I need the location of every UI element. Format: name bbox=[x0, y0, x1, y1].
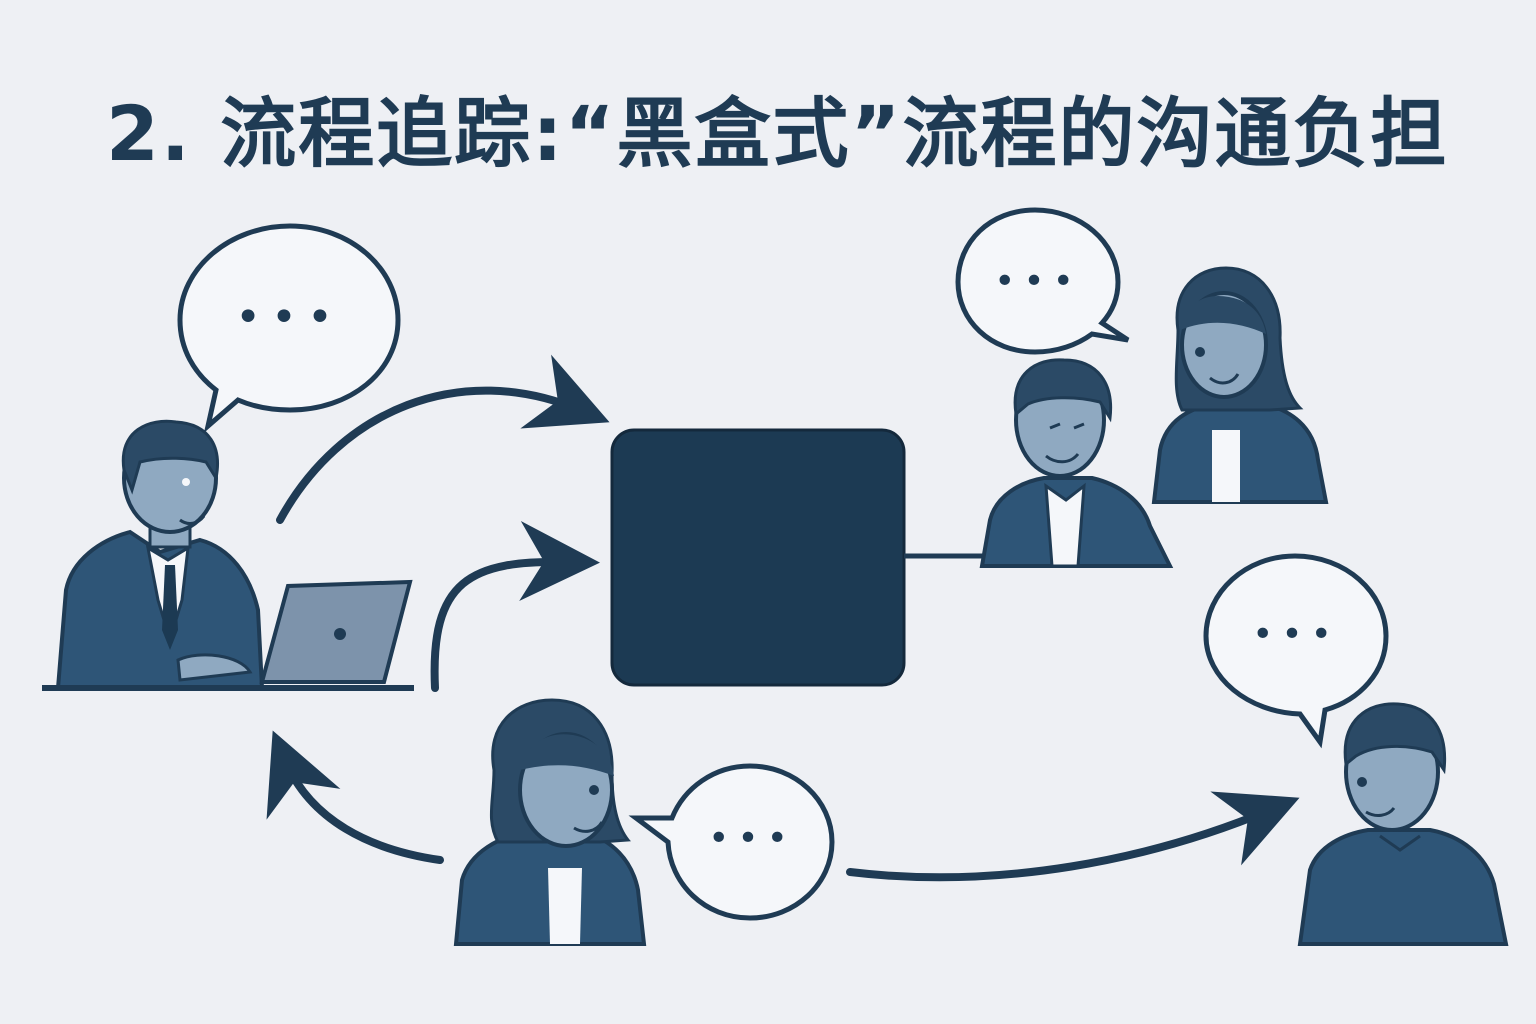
laptop-logo bbox=[334, 628, 346, 640]
page-title: 2. 流程追踪:“黑盒式”流程的沟通负担 bbox=[106, 89, 1449, 178]
person-laptop-user bbox=[42, 419, 414, 691]
speech-bubble-right: ••• bbox=[1203, 553, 1389, 749]
person-woman-bottom bbox=[453, 698, 647, 946]
speech-bubble-dots: ••• bbox=[708, 818, 796, 859]
person-man-top-right bbox=[979, 358, 1174, 568]
speech-bubble-top-right: ••• bbox=[955, 207, 1130, 355]
speech-bubble-dots: ••• bbox=[235, 292, 343, 343]
arrow-back-to-laptop-user bbox=[266, 730, 444, 864]
person-woman-top-right bbox=[1151, 266, 1329, 504]
person-man-bottom-right bbox=[1297, 702, 1509, 946]
speech-bubble-dots: ••• bbox=[994, 261, 1082, 302]
arrow-to-box-lower bbox=[430, 521, 600, 692]
arrow-to-box-top bbox=[276, 354, 610, 524]
arrow-to-right-person bbox=[846, 791, 1300, 882]
speech-bubble-dots: ••• bbox=[1252, 614, 1340, 655]
speech-bubble-top-left: ••• bbox=[177, 223, 401, 433]
speech-bubble-bottom: ••• bbox=[628, 763, 835, 921]
black-box bbox=[610, 428, 906, 687]
